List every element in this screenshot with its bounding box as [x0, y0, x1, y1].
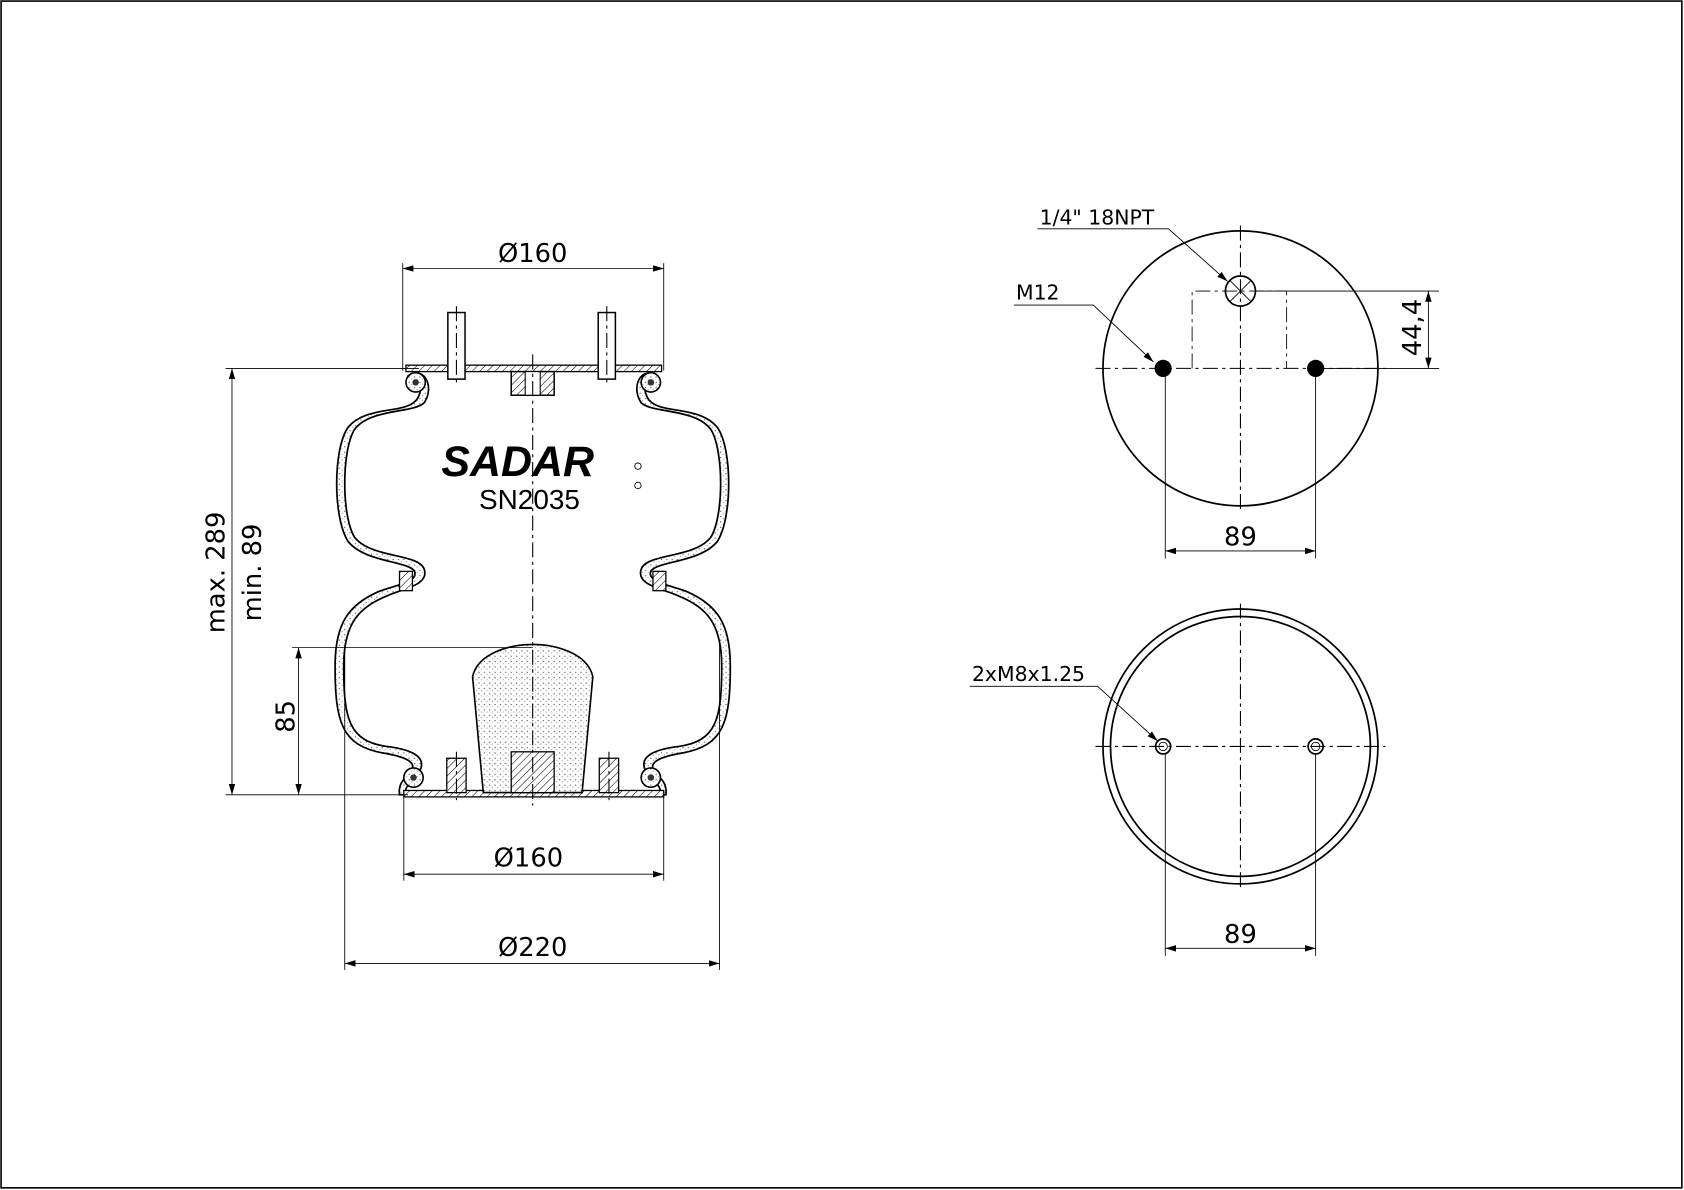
bead-wire — [412, 379, 419, 386]
top-plate — [405, 364, 663, 373]
leader-line — [1037, 228, 1228, 282]
bead-wire — [647, 774, 655, 781]
girdle-ring — [652, 570, 667, 592]
label-stud: M12 — [1016, 281, 1060, 305]
leader-line — [1013, 304, 1154, 363]
girdle-ring — [398, 570, 414, 592]
model-number: SN2035 — [479, 484, 580, 515]
vent-hole — [634, 462, 642, 470]
bead-wire — [647, 379, 655, 386]
dim-top-plate-diameter: Ø160 — [498, 239, 567, 269]
m12-stud — [1154, 359, 1172, 377]
dim-bottom-plate-diameter: Ø160 — [494, 844, 563, 874]
top-view: 44,4 89 1/4" 18NPT M12 — [1013, 205, 1440, 559]
dim-max-height: max. 289 — [201, 512, 231, 634]
dim-bottom-stud-spacing: 89 — [1224, 920, 1257, 950]
bead-wire — [410, 774, 417, 781]
dim-piston-height: 85 — [271, 700, 301, 733]
dim-max-diameter: Ø220 — [498, 933, 567, 963]
label-air-port: 1/4" 18NPT — [1040, 205, 1155, 229]
m8-hole — [1154, 738, 1172, 755]
dim-top-stud-spacing: 89 — [1224, 523, 1257, 553]
bottom-view: 89 2xM8x1.25 — [969, 603, 1386, 956]
m12-stud — [1307, 359, 1325, 377]
vent-hole — [634, 481, 642, 490]
brand-logo: SADAR — [441, 438, 594, 486]
side-view: SADAR SN2035 Ø160 Ø160 Ø220 max. 289 min… — [201, 239, 732, 970]
dim-port-offset: 44,4 — [1398, 299, 1428, 356]
dim-min-height: min. 89 — [238, 524, 268, 622]
label-thread: 2xM8x1.25 — [972, 662, 1085, 686]
leader-line — [969, 685, 1159, 742]
